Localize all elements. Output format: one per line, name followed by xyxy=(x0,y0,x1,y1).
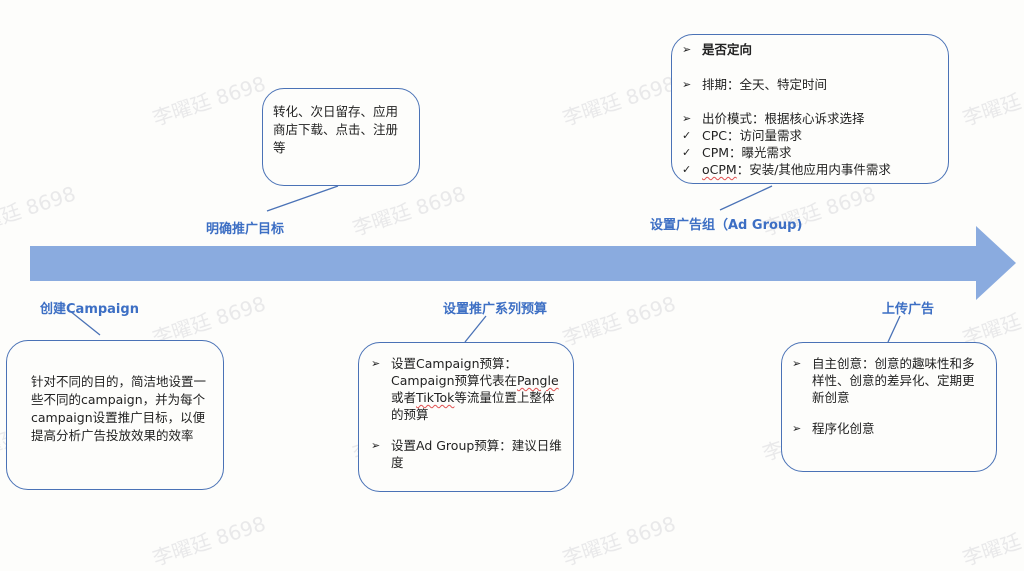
stage-box-set-ad-group: ➢ 是否定向 ➢ 排期：全天、特定时间 ➢ 出价模式：根据核心诉求选择 ✓ CP… xyxy=(671,34,949,184)
list-item: ✓ oCPM：安装/其他应用内事件需求 xyxy=(682,161,940,178)
stage-box-set-budget: ➢ 设置Campaign预算：Campaign预算代表在Pangle 或者TikT… xyxy=(358,342,574,492)
stage-label-create-campaign: 创建Campaign xyxy=(40,302,139,317)
list-item: ➢ 设置Campaign预算：Campaign预算代表在Pangle 或者TikT… xyxy=(371,355,563,423)
stage-label-define-goal: 明确推广目标 xyxy=(206,222,285,237)
connector-line xyxy=(464,315,487,343)
item-text: 设置Campaign预算：Campaign预算代表在 xyxy=(391,356,517,388)
list-item: ✓ CPM：曝光需求 xyxy=(682,144,940,161)
item-text: 程序化创意 xyxy=(812,421,875,436)
timeline-arrow xyxy=(30,185,1016,343)
item-text: CPM：曝光需求 xyxy=(702,145,792,160)
item-text: ：安装/其他应用内事件需求 xyxy=(736,162,891,177)
stage-box-text: 转化、次日留存、应用商店下载、点击、注册等 xyxy=(273,104,399,155)
item-text: CPC：访问量需求 xyxy=(702,128,802,143)
stage-box-define-goal: 转化、次日留存、应用商店下载、点击、注册等 xyxy=(262,88,420,186)
stage-label-upload-ad: 上传广告 xyxy=(882,302,935,317)
check-bullet-icon: ✓ xyxy=(682,146,692,159)
connector-line xyxy=(887,315,901,343)
list-item: ➢ 程序化创意 xyxy=(792,420,986,437)
stage-box-upload-ad: ➢ 自主创意：创意的趣味性和多样性、创意的差异化、定期更新创意 ➢ 程序化创意 xyxy=(781,342,997,472)
item-text: 是否定向 xyxy=(702,42,753,57)
connector-line xyxy=(719,185,773,211)
item-text-underlined: TikTok xyxy=(416,390,455,405)
list-item: ➢ 出价模式：根据核心诉求选择 xyxy=(682,110,940,127)
item-text-underlined: Pangle xyxy=(517,373,559,388)
list-item: ➢ 是否定向 xyxy=(682,41,940,58)
timeline-diagram: 李曜廷 8698 李曜廷 8698 李曜廷 8698 李曜廷 8698 李曜廷 … xyxy=(0,34,1024,570)
item-text-underlined: oCPM xyxy=(702,162,737,177)
stage-label-set-ad-group: 设置广告组（Ad Group) xyxy=(650,218,803,233)
stage-box-create-campaign: 针对不同的目的，简洁地设置一些不同的campaign，并为每个campaign设… xyxy=(6,340,224,490)
arrow-bullet-icon: ➢ xyxy=(682,43,692,56)
check-bullet-icon: ✓ xyxy=(682,129,692,142)
list-item: ➢ 设置Ad Group预算：建议日维度 xyxy=(371,437,563,471)
arrow-bullet-icon: ➢ xyxy=(792,357,802,370)
stage-label-set-budget: 设置推广系列预算 xyxy=(443,302,548,317)
arrow-bullet-icon: ➢ xyxy=(682,112,692,125)
connector-line xyxy=(69,310,101,336)
list-item: ➢ 排期：全天、特定时间 xyxy=(682,76,940,93)
item-text: 等流量位置上整体的预算 xyxy=(391,390,555,422)
list-item: ➢ 自主创意：创意的趣味性和多样性、创意的差异化、定期更新创意 xyxy=(792,355,986,406)
item-text: 设置Ad Group预算：建议日维度 xyxy=(391,438,562,470)
item-text: 出价模式：根据核心诉求选择 xyxy=(702,111,865,126)
check-bullet-icon: ✓ xyxy=(682,163,692,176)
arrow-bullet-icon: ➢ xyxy=(682,78,692,91)
list-item: ✓ CPC：访问量需求 xyxy=(682,127,940,144)
item-text: 或者 xyxy=(391,390,417,405)
stage-box-text: 针对不同的目的，简洁地设置一些不同的campaign，并为每个campaign设… xyxy=(31,374,207,443)
item-text: 自主创意：创意的趣味性和多样性、创意的差异化、定期更新创意 xyxy=(812,356,975,405)
timeline-arrow-shape xyxy=(30,226,1016,300)
arrow-bullet-icon: ➢ xyxy=(792,422,802,435)
arrow-bullet-icon: ➢ xyxy=(371,439,381,452)
connector-line xyxy=(266,185,339,212)
arrow-bullet-icon: ➢ xyxy=(371,357,381,370)
item-text: 排期：全天、特定时间 xyxy=(702,77,828,92)
